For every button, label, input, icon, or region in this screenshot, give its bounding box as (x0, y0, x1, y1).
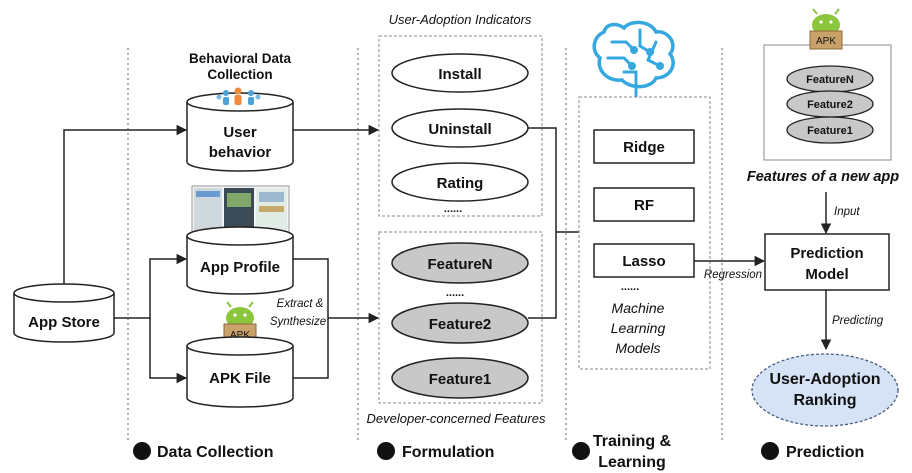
model-rf: RF (593, 187, 695, 222)
prediction-model-line2: Model (805, 266, 848, 283)
indicators-ellipsis: ...... (444, 203, 462, 215)
svg-text:Ridge: Ridge (623, 139, 665, 156)
regression-label: Regression (704, 269, 762, 281)
apk-file-label: APK File (209, 370, 271, 387)
svg-text:Install: Install (438, 66, 481, 83)
model-lasso: Lasso (593, 243, 695, 278)
predicting-label: Predicting (832, 315, 884, 327)
prediction-model-line1: Prediction (790, 245, 863, 262)
prediction-model-box: Prediction Model (764, 233, 890, 291)
apk-file-database: APK File (186, 336, 294, 408)
ranking-ellipse: User-Adoption Ranking (751, 353, 899, 427)
extract-label-line1: Extract & (277, 298, 324, 310)
feature-n: FeatureN (391, 242, 529, 284)
ranking-line2: Ranking (793, 392, 856, 409)
indicator-rating: Rating (391, 162, 529, 202)
ranking-line1: User-Adoption (769, 371, 880, 388)
svg-text:2: 2 (383, 445, 390, 459)
new-feature-n: FeatureN (786, 65, 874, 93)
feature-1: Feature1 (391, 357, 529, 399)
stage-dividers (127, 48, 723, 440)
svg-text:Training &: Training & (593, 433, 672, 450)
svg-text:Prediction: Prediction (786, 444, 864, 461)
model-ridge: Ridge (593, 129, 695, 164)
apk-badge-label: APK (816, 36, 836, 47)
svg-text:Formulation: Formulation (402, 444, 494, 461)
apk-badge-label: APK (230, 330, 250, 341)
svg-text:4: 4 (767, 445, 774, 459)
behavioral-title-line1: Behavioral Data (189, 51, 292, 66)
user-behavior-line1: User (223, 124, 257, 141)
svg-text:Learning: Learning (598, 454, 666, 471)
svg-text:FeatureN: FeatureN (427, 256, 492, 273)
app-profile-database: App Profile (186, 226, 294, 295)
stage-3-label: 3 Training & Learning (572, 433, 672, 471)
models-ellipsis: ...... (621, 281, 639, 293)
svg-text:Feature1: Feature1 (807, 125, 853, 137)
stage-1-label: 1 Data Collection (133, 442, 273, 461)
new-app-title: Features of a new app (747, 169, 899, 185)
indicators-title: User-Adoption Indicators (389, 12, 532, 27)
new-feature-1: Feature1 (786, 116, 874, 144)
app-profile-label: App Profile (200, 259, 280, 276)
new-feature-2: Feature2 (786, 90, 874, 118)
behavioral-title-line2: Collection (207, 67, 272, 82)
input-label: Input (834, 206, 860, 218)
connectors-collection (63, 124, 188, 384)
indicator-install: Install (391, 53, 529, 93)
app-store-label: App Store (28, 314, 100, 331)
svg-text:Feature2: Feature2 (429, 316, 492, 333)
svg-text:Feature1: Feature1 (429, 371, 492, 388)
indicator-uninstall: Uninstall (391, 108, 529, 148)
svg-text:Lasso: Lasso (622, 253, 665, 270)
svg-text:1: 1 (139, 445, 146, 459)
feature-2: Feature2 (391, 302, 529, 344)
svg-text:Rating: Rating (437, 175, 484, 192)
android-apk-icon: APK (809, 8, 843, 50)
app-store-database: App Store (13, 283, 115, 343)
models-caption-line2: Learning (611, 320, 666, 336)
svg-text:Data Collection: Data Collection (157, 444, 273, 461)
brain-icon (592, 20, 675, 98)
features-ellipsis: ...... (446, 287, 464, 299)
svg-text:Feature2: Feature2 (807, 99, 853, 111)
extract-label-line2: Synthesize (270, 316, 326, 328)
connectors-formulation (293, 124, 380, 379)
models-caption-line1: Machine (612, 300, 665, 316)
stage-2-label: 2 Formulation (377, 442, 494, 461)
svg-text:Uninstall: Uninstall (428, 121, 491, 138)
models-caption-line3: Models (615, 340, 660, 356)
svg-text:3: 3 (578, 445, 585, 459)
features-title: Developer-concerned Features (367, 411, 546, 426)
stage-4-label: 4 Prediction (761, 442, 864, 461)
user-behavior-line2: behavior (209, 144, 272, 161)
svg-text:RF: RF (634, 197, 654, 214)
users-icon (216, 87, 261, 105)
svg-text:FeatureN: FeatureN (806, 74, 854, 86)
